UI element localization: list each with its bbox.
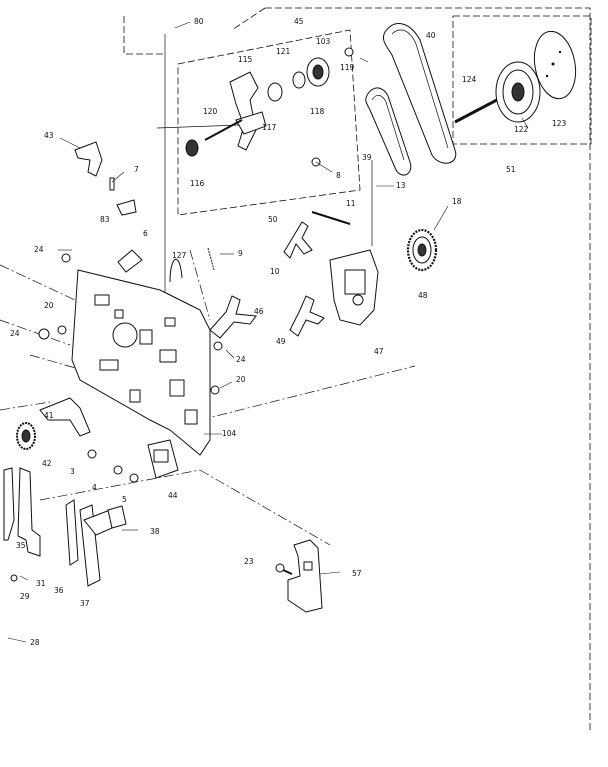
callout-37: 37: [80, 599, 90, 608]
callout-23: 23: [244, 557, 254, 566]
callout-115: 115: [238, 55, 253, 64]
callout-120: 120: [203, 107, 218, 116]
mechanism-47: [329, 249, 379, 326]
callout-10: 10: [270, 267, 280, 276]
callout-13: 13: [396, 181, 406, 190]
callout-121: 121: [276, 47, 291, 56]
screw-23: [275, 563, 293, 575]
callout-40: 40: [426, 31, 436, 40]
callout-9: 9: [238, 249, 243, 258]
callout-29: 29: [20, 592, 30, 601]
callout-3: 3: [70, 467, 75, 476]
callout-49: 49: [276, 337, 286, 346]
drive-belt-40: [382, 23, 457, 164]
callout-labels: 80 45 103 40 115 121 119 124 122 123 51 …: [10, 17, 567, 647]
levers: [209, 211, 351, 339]
callout-4: 4: [92, 483, 97, 492]
callout-51: 51: [506, 165, 516, 174]
washers: [87, 449, 139, 483]
callout-44: 44: [168, 491, 178, 500]
callout-24c: 24: [236, 355, 246, 364]
callout-116: 116: [190, 179, 205, 188]
callout-46: 46: [254, 307, 264, 316]
callout-48: 48: [418, 291, 428, 300]
lever-41: [39, 397, 91, 437]
callout-117: 117: [262, 123, 277, 132]
drive-belt-39: [365, 87, 412, 176]
main-chassis-frame: [71, 269, 211, 456]
callout-118: 118: [310, 107, 325, 116]
callout-39: 39: [362, 153, 372, 162]
callout-123: 123: [552, 119, 567, 128]
callout-80: 80: [194, 17, 204, 26]
callout-18: 18: [452, 197, 462, 206]
callout-42: 42: [42, 459, 52, 468]
callout-35: 35: [16, 541, 26, 550]
assembly-boundaries: [0, 7, 592, 730]
callout-45: 45: [294, 17, 304, 26]
callout-38: 38: [150, 527, 160, 536]
leader-lines: [7, 21, 529, 643]
callout-20b: 20: [236, 375, 246, 384]
callout-83: 83: [100, 215, 110, 224]
callout-41: 41: [44, 411, 54, 420]
callout-119: 119: [340, 63, 355, 72]
callout-8: 8: [336, 171, 341, 180]
callout-24b: 24: [10, 329, 20, 338]
callout-28: 28: [30, 638, 40, 647]
callout-127: 127: [172, 251, 187, 260]
callout-43: 43: [44, 131, 54, 140]
callout-31: 31: [36, 579, 46, 588]
sub-assembly-45: [185, 47, 354, 173]
callout-50: 50: [268, 215, 278, 224]
callout-20a: 20: [44, 301, 54, 310]
callout-103: 103: [316, 37, 331, 46]
gear-48: [406, 228, 438, 272]
callout-6: 6: [143, 229, 148, 238]
callout-57: 57: [352, 569, 362, 578]
callout-104: 104: [222, 429, 237, 438]
bracket-44: [147, 439, 179, 479]
small-parts: [38, 141, 223, 395]
callout-36: 36: [54, 586, 64, 595]
callout-122: 122: [514, 125, 529, 134]
callout-24a: 24: [34, 245, 44, 254]
callout-11: 11: [346, 199, 356, 208]
callout-47a: 47: [374, 347, 384, 356]
callout-124: 124: [462, 75, 477, 84]
pulley-assembly-51: [454, 30, 577, 124]
bracket-57: [287, 539, 323, 613]
gear-42: [16, 422, 36, 450]
callout-7: 7: [134, 165, 139, 174]
slide-plates: [3, 467, 127, 587]
callout-5: 5: [122, 495, 127, 504]
